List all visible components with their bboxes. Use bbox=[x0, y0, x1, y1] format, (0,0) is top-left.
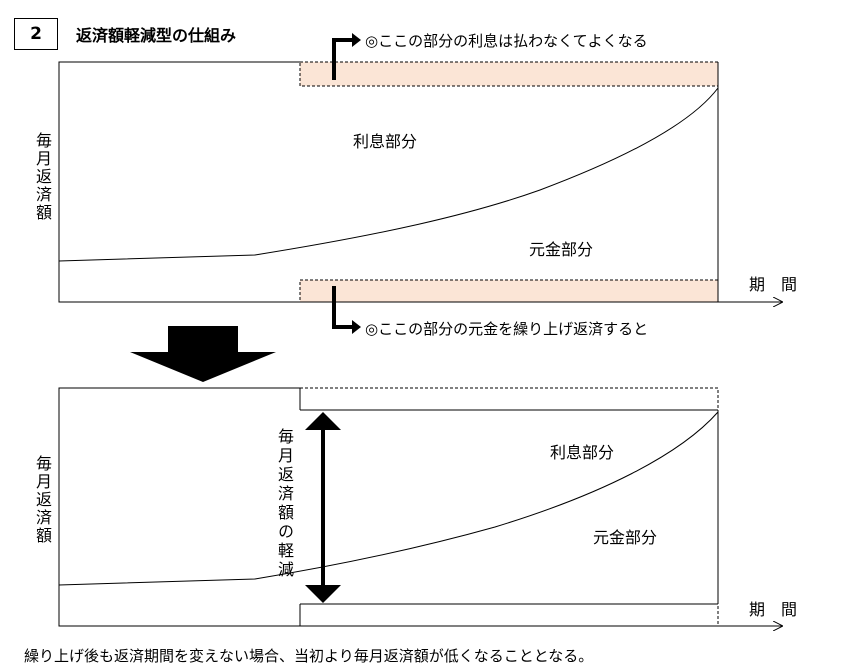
top-callout-arrow-down bbox=[332, 286, 354, 329]
bottom-principal-curve bbox=[58, 411, 719, 586]
reduction-arrowhead-bottom bbox=[305, 585, 341, 603]
bottom-frame bbox=[58, 387, 300, 627]
bottom-y-axis-label: 毎月返済額 bbox=[33, 455, 52, 545]
note-interest-saved: ◎ここの部分の利息は払わなくてよくなる bbox=[365, 32, 648, 50]
top-interest-saved-band bbox=[299, 61, 719, 87]
bottom-removed-principal-band bbox=[299, 603, 719, 627]
top-x-axis-label: 期 間 bbox=[749, 275, 798, 294]
reduction-label: 毎月返済額の軽減 bbox=[275, 428, 294, 580]
bottom-label-principal: 元金部分 bbox=[593, 528, 658, 547]
top-y-axis-label: 毎月返済額 bbox=[33, 132, 52, 222]
top-diagram bbox=[58, 33, 782, 334]
note-principal-prepaid: ◎ここの部分の元金を繰り上げ返済すると bbox=[365, 320, 649, 338]
top-label-interest: 利息部分 bbox=[353, 132, 418, 151]
top-label-principal: 元金部分 bbox=[529, 240, 594, 259]
top-principal-prepaid-band bbox=[299, 279, 719, 303]
caption: 繰り上げ後も返済期間を変えない場合、当初より毎月返済額が低くなることとなる。 bbox=[24, 647, 594, 665]
top-principal-curve bbox=[58, 87, 719, 262]
bottom-x-axis-label: 期 間 bbox=[749, 600, 798, 619]
top-callout-arrowhead-up bbox=[352, 33, 361, 47]
reduction-arrowhead-top bbox=[305, 412, 341, 430]
bottom-label-interest: 利息部分 bbox=[550, 443, 615, 462]
page-title: 返済額軽減型の仕組み bbox=[76, 26, 237, 45]
bottom-diagram bbox=[58, 387, 782, 627]
transition-down-arrow bbox=[130, 326, 276, 382]
bottom-removed-interest-band bbox=[299, 387, 719, 411]
section-number: 2 bbox=[14, 18, 58, 50]
top-frame bbox=[58, 61, 300, 303]
top-callout-arrowhead-down bbox=[352, 320, 361, 334]
top-callout-arrow-up bbox=[332, 38, 354, 80]
